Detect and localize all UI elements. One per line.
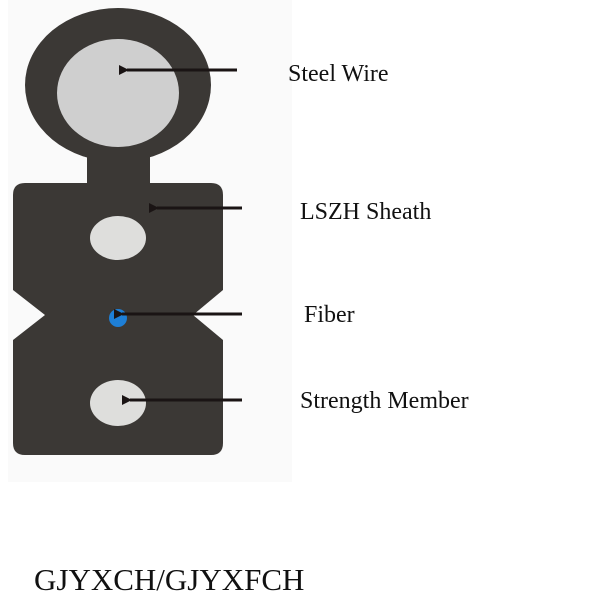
strength-member-top [90,216,146,260]
fiber-core [109,309,127,327]
label-strength-member: Strength Member [300,388,469,413]
steel-wire-core [57,39,179,147]
label-fiber: Fiber [304,302,355,328]
label-lszh-sheath: LSZH Sheath [300,199,432,225]
strength-member-bottom [90,380,146,426]
label-steel-wire: Steel Wire [288,61,389,87]
cable-model-title: GJYXCH/GJYXFCH [34,562,305,597]
